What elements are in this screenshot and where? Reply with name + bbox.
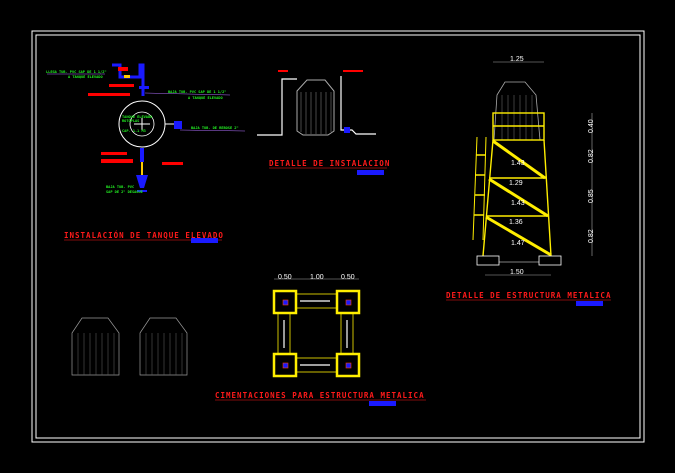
- tank-elevations: [71, 317, 188, 376]
- dim-foundation-1: 0.50: [278, 274, 292, 281]
- outer-frame: [31, 30, 645, 443]
- tank-label: TANQUE ELEVADO: [122, 115, 152, 119]
- structure-detail: 1.25 1.50 1.29 1.36 1.43 1.43 1.47 0.40 …: [446, 56, 611, 306]
- dim-diagonal-3: 1.47: [511, 240, 525, 247]
- dim-height-4: 0.82: [588, 229, 595, 243]
- title-structure-detail: DETALLE DE ESTRUCTURA METALICA: [446, 291, 611, 300]
- installation-detail: DETALLE DE INSTALACION: [257, 70, 390, 175]
- inlet-label-2: A TANQUE ELEVADO: [68, 75, 103, 79]
- dim-foundation-3: 0.50: [341, 274, 355, 281]
- drain-label: BAJA TUB. PVC: [106, 185, 134, 189]
- title-installation-detail: DETALLE DE INSTALACION: [269, 159, 390, 168]
- dim-diagonal-1: 1.43: [511, 160, 525, 167]
- drain-label-2: SAP DE 2" DESAGUE: [106, 190, 143, 194]
- tank-label-2: ROTOPLAS: [122, 119, 139, 123]
- dim-foundation-2: 1.00: [310, 274, 324, 281]
- title-foundations: CIMENTACIONES PARA ESTRUCTURA METALICA: [215, 391, 425, 400]
- dim-level-width-2: 1.36: [509, 219, 523, 226]
- installation-plan: LLEGA TUB. PVC SAP DE 1 1/2" A TANQUE EL…: [46, 63, 246, 243]
- dim-height-3: 0.85: [588, 189, 595, 203]
- title-installation-plan: INSTALACIÓN DE TANQUE ELEVADO: [64, 231, 224, 240]
- dim-level-width-1: 1.29: [509, 180, 523, 187]
- dim-height-1: 0.40: [588, 119, 595, 133]
- inner-frame: [35, 34, 641, 439]
- outlet-label: BAJA TUB. PVC SAP DE 1 1/2": [168, 90, 226, 94]
- dim-base-width: 1.50: [510, 269, 524, 276]
- dim-top-width: 1.25: [510, 56, 524, 63]
- foundations-plan: 0.50 1.00 0.50 CIMENTACIONES PARA ESTRUC…: [215, 274, 426, 406]
- dim-height-2: 0.82: [588, 149, 595, 163]
- outlet-label-2: A TANQUE ELEVADO: [188, 96, 223, 100]
- dim-diagonal-2: 1.43: [511, 200, 525, 207]
- overflow-label: BAJA TUB. DE REBOSE 2": [191, 126, 239, 130]
- inlet-label: LLEGA TUB. PVC SAP DE 1 1/2": [46, 70, 107, 74]
- tank-capacity: CAP. 1.1 M3: [122, 129, 146, 133]
